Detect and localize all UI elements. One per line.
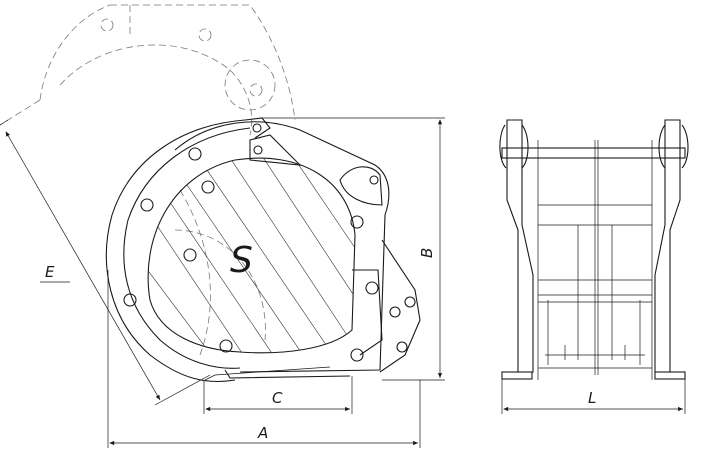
dimension-b-label: B [418,248,436,258]
dimension-e: E [0,119,211,406]
dimension-b: B [260,117,445,381]
dimension-e-label: E [45,263,55,281]
dimension-c: C [203,376,353,414]
grapple-front-view [499,119,689,380]
raised-bucket-outline [0,4,296,356]
dimension-l: L [501,378,686,414]
dimension-a-label: A [257,424,268,442]
bolt-holes [123,123,416,362]
dimension-c-label: C [272,389,283,407]
area-label: S [230,240,253,281]
dimension-l-label: L [588,389,596,407]
grapple-bucket-side-view [105,117,421,383]
